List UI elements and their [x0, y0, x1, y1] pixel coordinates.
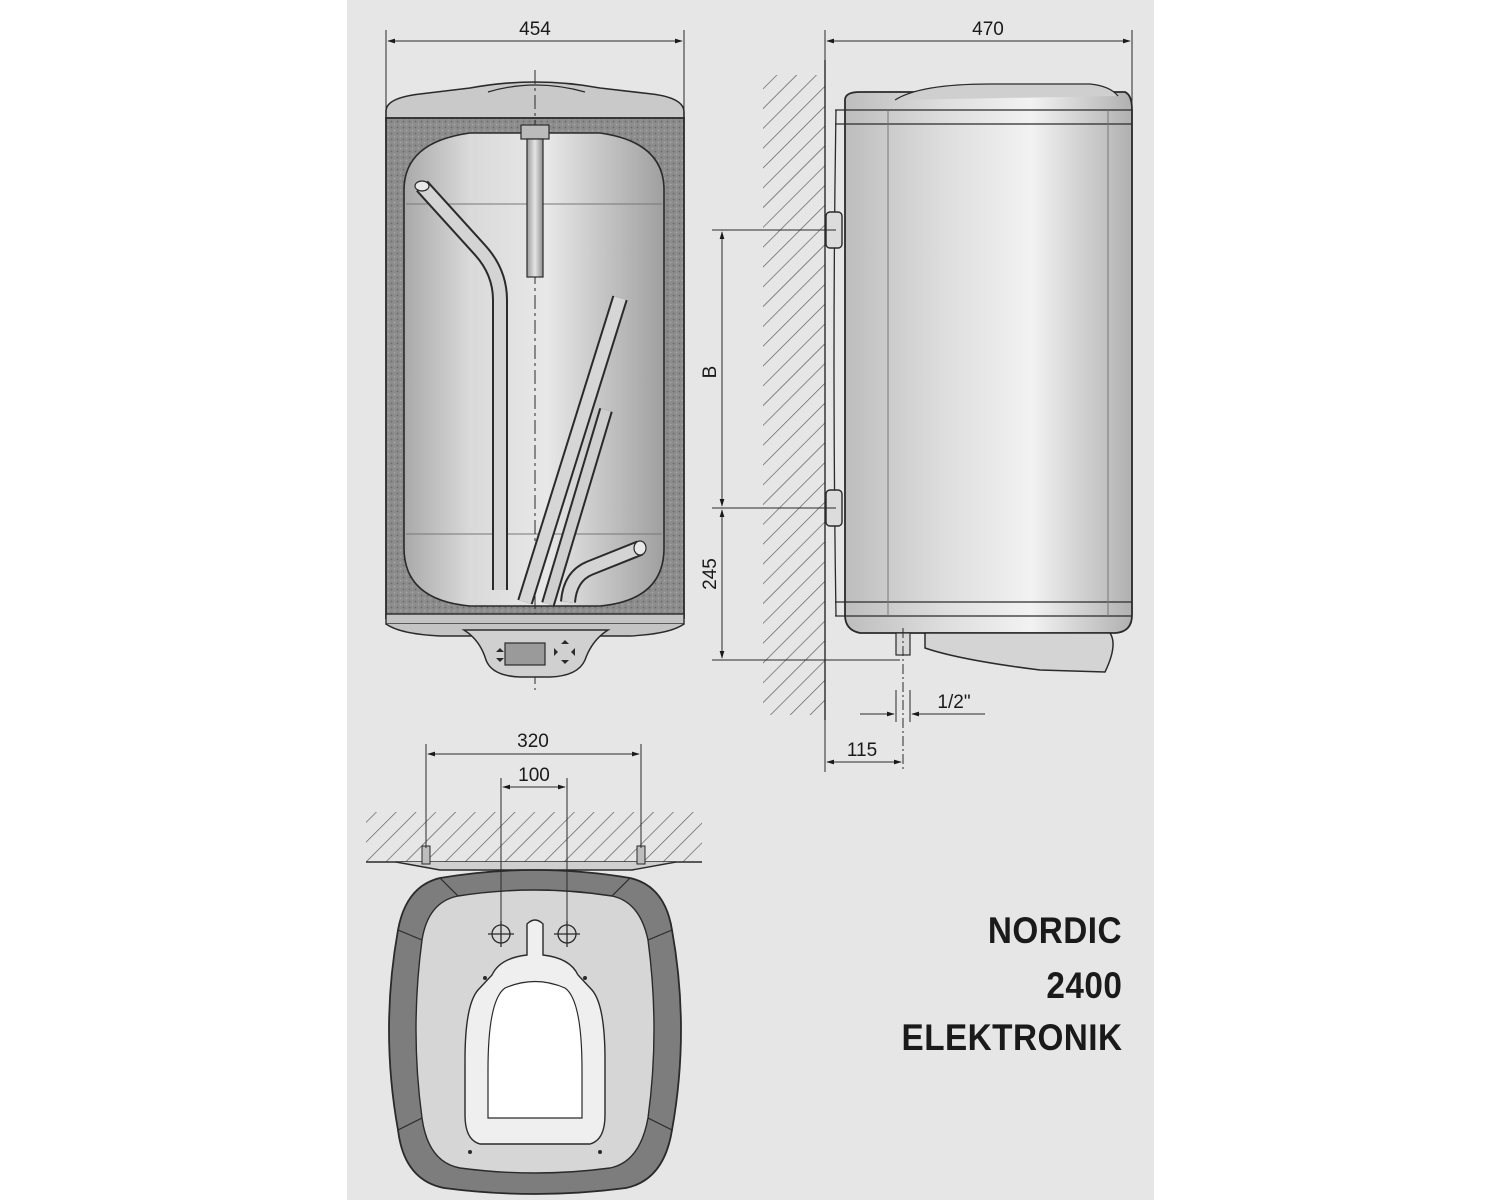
side-view: 470 B 245 1/2" 115: [700, 19, 1133, 772]
dim-mount-hole-spacing: 320: [517, 731, 549, 752]
top-view: 320 100: [366, 731, 702, 1195]
wall-hatch-side: [763, 75, 825, 715]
dim-pipe-spacing: 100: [518, 765, 550, 786]
product-variant: ELEKTRONIK: [901, 1017, 1122, 1058]
front-section-view: 454: [385, 19, 685, 690]
dim-pipe-wall-distance: 115: [847, 740, 877, 761]
display-screen: [504, 642, 546, 666]
dim-bottom-offset: 245: [700, 558, 721, 590]
control-buttons: [496, 640, 575, 664]
dim-pipe-size: 1/2": [937, 692, 970, 713]
dim-side-depth: 470: [972, 19, 1004, 40]
product-model: 2400: [1046, 965, 1122, 1006]
front-inner-tank: [403, 132, 665, 607]
side-tank-body: [844, 91, 1133, 634]
dim-bracket-height: B: [700, 366, 721, 379]
pipe-circles: [488, 921, 580, 947]
dim-front-width: 454: [519, 19, 551, 40]
product-name: NORDIC: [987, 910, 1122, 951]
wall-hatch-top: [366, 812, 702, 862]
